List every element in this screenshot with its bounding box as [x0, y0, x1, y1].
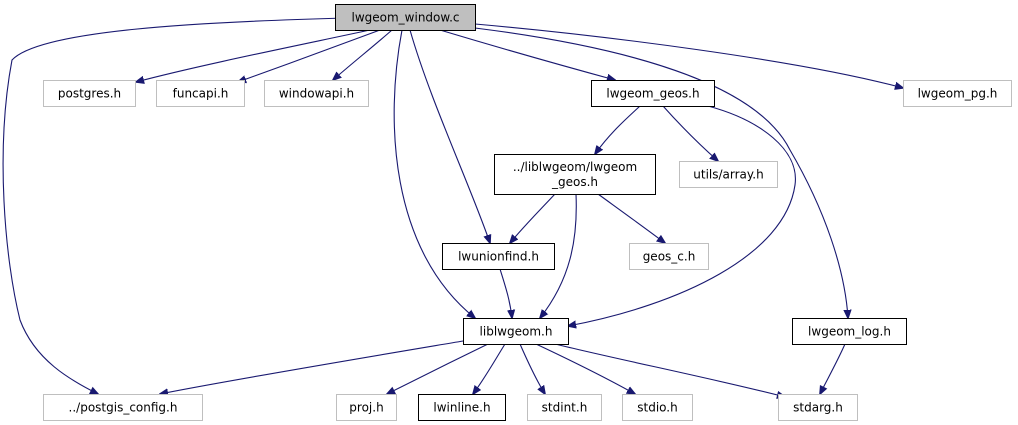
- edge-liblwgeom_geos-to-lwunionfind: [510, 193, 556, 243]
- edge-lwgeom_geos-to-utils_array: [662, 105, 718, 161]
- node-box: [418, 394, 506, 421]
- node-label: lwinline.h: [433, 401, 490, 415]
- node-lwgeom-log[interactable]: lwgeom_log.h: [792, 318, 907, 345]
- node-box: [463, 318, 569, 345]
- node-label: stdint.h: [542, 401, 588, 415]
- node-box: [903, 80, 1012, 107]
- node-label: funcapi.h: [173, 87, 229, 101]
- edge-liblwgeom-to-stdarg: [554, 343, 785, 397]
- node-stdio: stdio.h: [622, 394, 693, 421]
- edge-lwgeom_geos-to-liblwgeom: [568, 105, 796, 326]
- edge-root-to-lwgeom_pg: [474, 23, 903, 88]
- node-utils-array: utils/array.h: [679, 161, 778, 188]
- node-box: [778, 394, 858, 421]
- edge-root-to-liblwgeom: [393, 29, 475, 318]
- nodes-layer: lwgeom_window.c postgres.h funcapi.h window…: [43, 4, 1012, 421]
- node-box: [527, 394, 602, 421]
- node-label: ../postgis_config.h: [69, 401, 178, 415]
- node-label: lwgeom_log.h: [808, 325, 891, 339]
- node-liblwgeom[interactable]: liblwgeom.h: [463, 318, 569, 345]
- node-label: stdio.h: [637, 401, 677, 415]
- node-postgres: postgres.h: [43, 80, 136, 107]
- edge-liblwgeom-to-stdint: [519, 343, 545, 394]
- node-windowapi: windowapi.h: [264, 80, 369, 107]
- node-label: windowapi.h: [279, 87, 354, 101]
- node-root[interactable]: lwgeom_window.c: [335, 4, 476, 31]
- node-liblwgeom-geos[interactable]: ../liblwgeom/lwgeom_geos.h: [494, 154, 656, 195]
- edge-root-to-lwunionfind: [409, 29, 490, 243]
- node-postgis-config: ../postgis_config.h: [43, 394, 203, 421]
- node-stdint: stdint.h: [527, 394, 602, 421]
- edge-liblwgeom_geos-to-geos_c: [597, 193, 665, 243]
- node-funcapi: funcapi.h: [156, 80, 245, 107]
- node-box: [494, 154, 656, 195]
- node-label: lwgeom_geos.h: [606, 87, 699, 101]
- node-label: lwgeom_pg.h: [918, 87, 998, 101]
- edge-root-to-windowapi: [333, 29, 393, 80]
- node-label: ../liblwgeom/lwgeom: [513, 160, 637, 174]
- node-label: lwunionfind.h: [458, 250, 539, 264]
- node-label: utils/array.h: [693, 168, 763, 182]
- node-label: stdarg.h: [793, 401, 843, 415]
- edge-liblwgeom-to-postgis_config: [160, 340, 464, 394]
- edge-root-to-lwgeom_geos: [439, 29, 615, 80]
- node-proj: proj.h: [336, 394, 397, 421]
- edge-lwgeom_log-to-stdarg: [820, 343, 846, 394]
- node-label: postgres.h: [58, 87, 121, 101]
- node-label: lwgeom_window.c: [351, 11, 459, 25]
- node-box: [679, 161, 778, 188]
- node-box: [591, 80, 715, 107]
- node-lwgeom-pg: lwgeom_pg.h: [903, 80, 1012, 107]
- node-box: [43, 394, 203, 421]
- node-stdarg: stdarg.h: [778, 394, 858, 421]
- edge-root-to-postgres: [136, 29, 371, 82]
- edges-layer: [2, 17, 903, 397]
- node-box: [156, 80, 245, 107]
- node-label: liblwgeom.h: [480, 325, 553, 339]
- node-label: proj.h: [349, 401, 383, 415]
- node-box: [336, 394, 397, 421]
- edge-root-to-funcapi: [238, 29, 381, 82]
- node-geos-c: geos_c.h: [629, 243, 709, 270]
- node-box: [622, 394, 693, 421]
- node-lwinline[interactable]: lwinline.h: [418, 394, 506, 421]
- edge-lwunionfind-to-liblwgeom: [499, 268, 512, 318]
- node-box: [442, 243, 555, 270]
- node-lwunionfind[interactable]: lwunionfind.h: [442, 243, 555, 270]
- node-label: geos_c.h: [643, 250, 696, 264]
- edge-liblwgeom_geos-to-liblwgeom: [540, 193, 577, 318]
- edge-liblwgeom-to-lwinline: [473, 343, 506, 394]
- edge-liblwgeom-to-stdio: [535, 343, 635, 394]
- edge-liblwgeom-to-proj: [387, 343, 489, 394]
- node-box: [629, 243, 709, 270]
- node-box: [43, 80, 136, 107]
- edge-root-to-lwgeom_log: [474, 27, 848, 318]
- edge-lwgeom_geos-to-liblwgeom_geos: [595, 105, 641, 154]
- node-label: _geos.h: [551, 175, 598, 189]
- node-box: [335, 4, 476, 31]
- node-box: [264, 80, 369, 107]
- edge-root-to-postgis_config: [2, 17, 346, 394]
- node-box: [792, 318, 907, 345]
- node-lwgeom-geos[interactable]: lwgeom_geos.h: [591, 80, 715, 107]
